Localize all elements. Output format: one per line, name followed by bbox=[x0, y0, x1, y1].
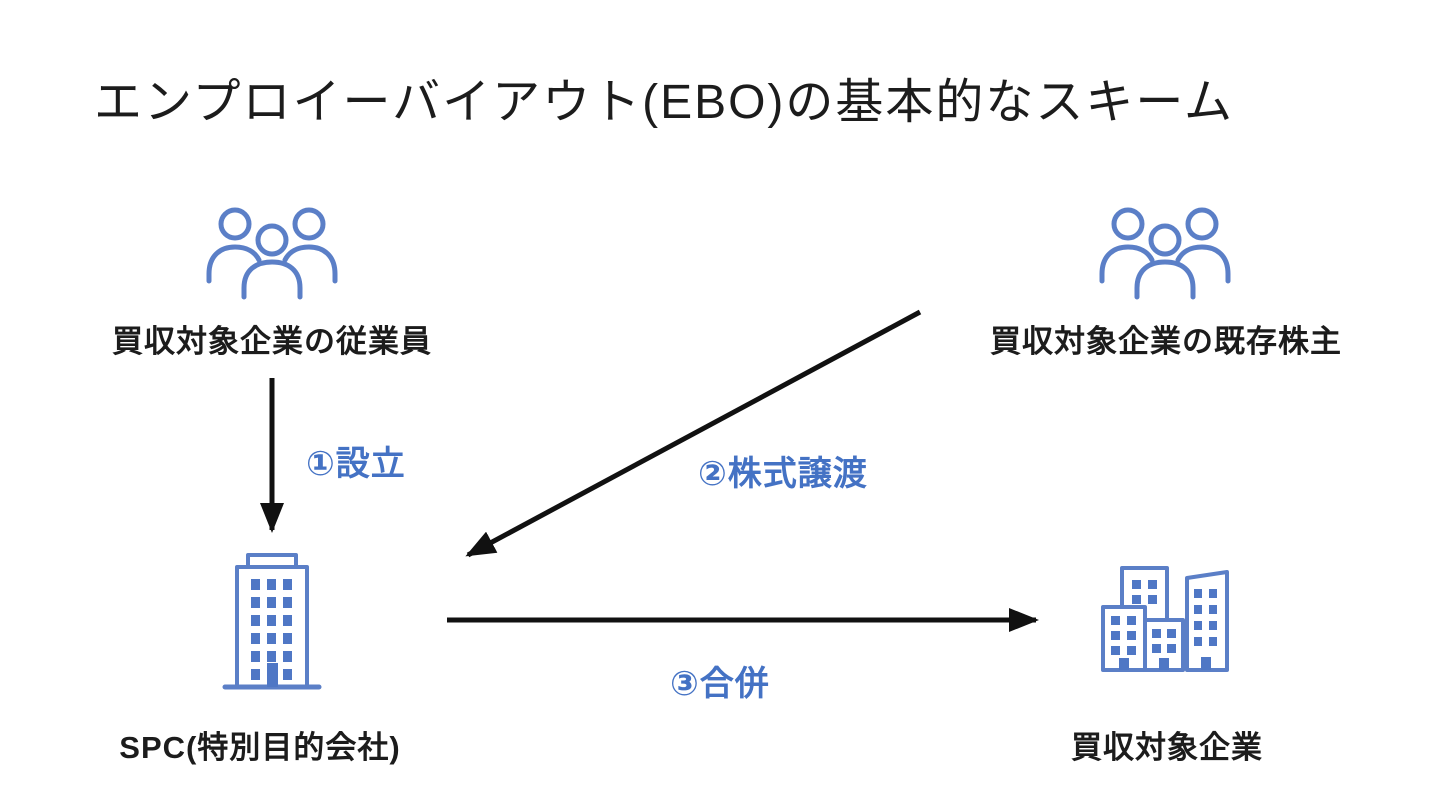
share-transfer-arrow-label: ②株式譲渡 bbox=[698, 455, 868, 493]
share-transfer-arrow bbox=[465, 309, 922, 558]
establish-arrow-label: ①設立 bbox=[306, 445, 406, 483]
diagram-title: エンプロイーバイアウト(EBO)の基本的なスキーム bbox=[94, 76, 1234, 129]
buildings-cluster-icon bbox=[1095, 555, 1245, 680]
target-company-label: 買収対象企業 bbox=[1071, 730, 1263, 765]
merger-arrow-label: ③合併 bbox=[670, 665, 770, 703]
office-building-icon bbox=[222, 551, 322, 691]
spc-label: SPC(特別目的会社) bbox=[119, 730, 401, 765]
shareholders-label: 買収対象企業の既存株主 bbox=[990, 324, 1342, 359]
people-group-icon bbox=[1095, 200, 1235, 300]
employees-label: 買収対象企業の従業員 bbox=[112, 324, 432, 359]
people-group-icon bbox=[202, 200, 342, 300]
